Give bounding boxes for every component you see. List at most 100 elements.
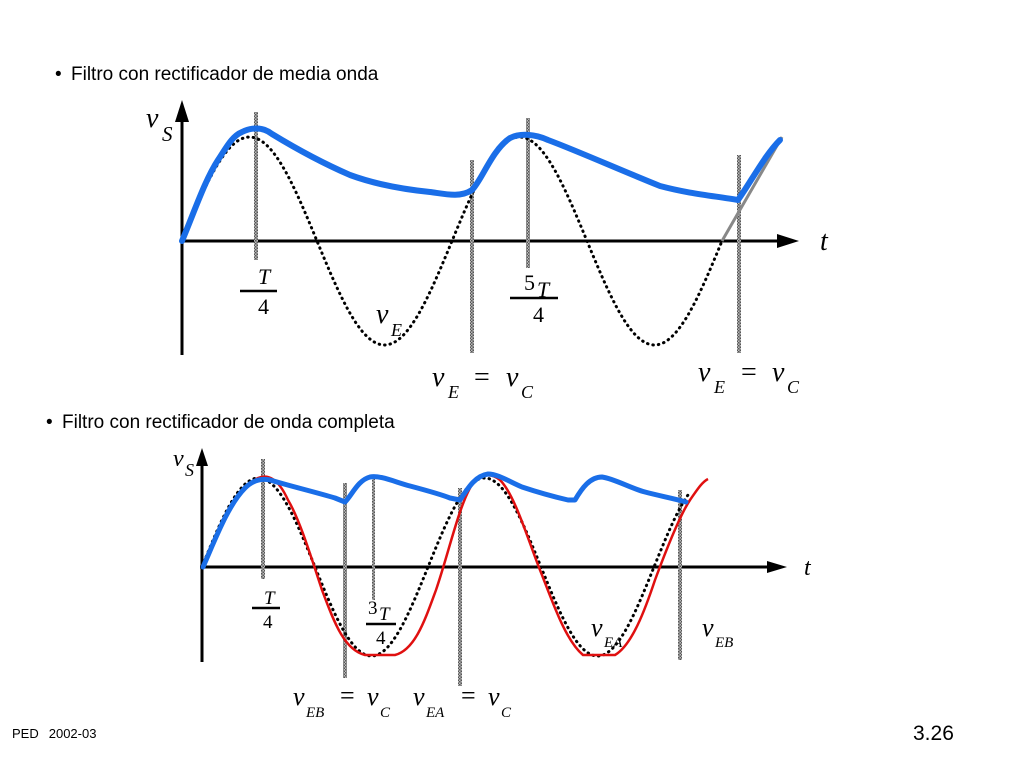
eq2-b: v (488, 682, 500, 711)
vea-subscript: EA (603, 635, 623, 651)
source-rising-segment (720, 136, 784, 242)
footer-course: PED (12, 726, 39, 741)
bullet-full-wave: • Filtro con rectificador de onda complet… (46, 412, 395, 434)
ve-label: v (376, 299, 389, 330)
x-axis-arrow (777, 234, 799, 248)
marker-line-ve-vc-1 (470, 160, 474, 353)
eq1-op-text: = (474, 362, 490, 393)
eq2-a-sub-text: EA (425, 705, 445, 721)
eq1-a-text: v (432, 362, 445, 393)
equation-veb-vc: v EB = v C (293, 681, 391, 721)
marker-line-end (678, 490, 682, 660)
mark-5t4-den-text: 4 (533, 302, 544, 327)
eq2-b-text: v (488, 682, 500, 711)
eq2-op: = (741, 357, 757, 388)
mark-t4-num-text: T (258, 264, 272, 289)
marker-line-t4 (254, 112, 258, 260)
veb-label: v (702, 613, 714, 642)
full-wave-diagram: v S t T 4 3 T 4 v EA v EB v EB = v C (173, 446, 812, 721)
eq1-a-sub: EB (305, 705, 324, 721)
marker-line-5t4 (526, 118, 530, 268)
eq1-op-text: = (340, 681, 355, 710)
marker-line-vea-vc (458, 488, 462, 686)
eq1-b-sub-text: C (380, 705, 391, 721)
eq1-a-sub: E (447, 382, 459, 402)
vea-label: v (591, 613, 603, 642)
eq2-op-text: = (461, 681, 476, 710)
bullet-dot: • (46, 412, 53, 433)
eq2-a-sub: E (713, 377, 725, 397)
y-axis-subscript: S (162, 122, 173, 146)
eq2-b-text: v (772, 357, 785, 388)
mark-t4-num: T (264, 588, 276, 609)
mark-3t4-coef-text: 3 (368, 598, 378, 619)
mark-3t4-den-text: 4 (376, 628, 386, 649)
y-axis-label: v (146, 103, 159, 134)
x-axis-symbol: t (820, 226, 829, 257)
bullet-half-wave-text: Filtro con rectificador de media onda (71, 64, 379, 85)
eq1-op: = (340, 681, 355, 710)
mark-t4-den-text: 4 (263, 612, 273, 633)
mark-5t4-num-coef: 5 (524, 270, 535, 295)
veb-subscript: EB (714, 635, 733, 651)
y-axis-arrow (175, 100, 189, 122)
bullet-dot: • (55, 64, 62, 85)
eq1-b-sub: C (380, 705, 391, 721)
equation-vea-vc: v EA = v C (413, 681, 512, 721)
filtered-output-waveform (179, 125, 783, 244)
vea-label-sub: EA (603, 635, 623, 651)
ve-label-sub: E (390, 320, 402, 340)
eq1-b-text: v (367, 682, 379, 711)
y-axis-symbol: v (146, 103, 159, 134)
mark-5t4-num-sym: T (537, 277, 551, 302)
y-axis-sub: S (162, 122, 173, 146)
mark-3t4-num-sym: T (379, 604, 391, 625)
mark-3t4-den: 4 (376, 628, 386, 649)
y-axis-label: v (173, 446, 184, 472)
eq2-b-sub-text: C (501, 705, 512, 721)
eq1-b-text: v (506, 362, 519, 393)
eq2-a-text: v (698, 357, 711, 388)
eq1-b-sub-text: C (521, 382, 534, 402)
source-waveform (200, 476, 692, 658)
mark-t4-num: T (258, 264, 272, 289)
eq2-b-sub: C (501, 705, 512, 721)
y-axis-symbol: v (173, 446, 184, 472)
eq1-a-sub-text: E (447, 382, 459, 402)
source-waveform (180, 135, 724, 347)
mark-t4-den: 4 (263, 612, 273, 633)
eq2-a: v (698, 357, 711, 388)
x-axis-symbol: t (804, 555, 812, 581)
bullet-half-wave: • Filtro con rectificador de media onda (55, 64, 378, 86)
eq2-b-sub: C (787, 377, 800, 397)
eq1-a: v (432, 362, 445, 393)
marker-line-3t4 (372, 478, 375, 600)
ve-symbol: v (376, 299, 389, 330)
rectified-waveform (201, 474, 709, 657)
mark-5t4-sym-text: T (537, 277, 551, 302)
y-axis-subscript: S (185, 460, 194, 480)
mark-5t4-den: 4 (533, 302, 544, 327)
page-number: 3.26 (913, 722, 954, 745)
eq1-op: = (474, 362, 490, 393)
marker-line-t4 (261, 459, 265, 579)
eq1-b-sub: C (521, 382, 534, 402)
x-axis-label: t (820, 226, 829, 257)
eq2-a: v (413, 682, 425, 711)
eq1-b: v (367, 682, 379, 711)
y-axis-arrow (196, 448, 208, 466)
footer-year: 2002-03 (48, 726, 97, 741)
eq1-a-text: v (293, 682, 305, 711)
mark-3t4-sym-text: T (379, 604, 391, 625)
vea-symbol: v (591, 613, 603, 642)
footer-course-info: PED 2002-03 (12, 726, 106, 741)
x-axis-arrow (767, 561, 787, 573)
veb-label-sub: EB (714, 635, 733, 651)
bullet-full-wave-text: Filtro con rectificador de onda completa (62, 412, 395, 433)
eq2-op-text: = (741, 357, 757, 388)
mark-t4-den-text: 4 (258, 294, 269, 319)
mark-3t4-num-coef: 3 (368, 598, 378, 619)
eq2-b-sub-text: C (787, 377, 800, 397)
equation-ve-vc-2: v E = v C (698, 357, 800, 397)
